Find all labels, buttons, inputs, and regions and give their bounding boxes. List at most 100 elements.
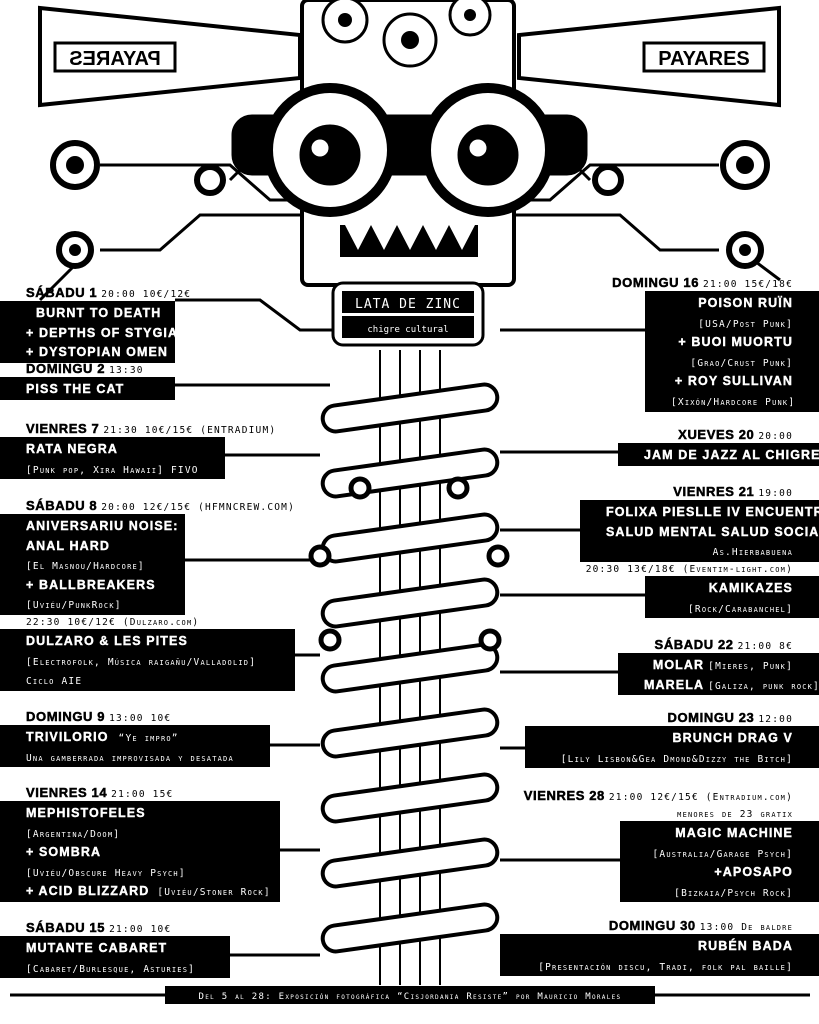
svg-text:PAYARES: PAYARES [69,48,161,70]
band-detail: Una gamberrada improvisada y desatada [26,752,234,764]
band-detail: [Mieres, Punk] [708,661,793,672]
event-info: 12:00 [758,714,793,725]
event-info: 22:30 10€/12€ (Dulzaro.com) [26,617,200,628]
event-day: SÁBADU 15 [26,920,106,936]
band-name: RATA NEGRA [26,442,119,456]
band-detail: [Lily Lisbon&Gea Dmond&Dizzy the Bitch] [560,753,793,765]
band-name: MOLAR [652,658,705,672]
band-name: PISS THE CAT [26,382,125,396]
band-name: + BALLBREAKERS [26,577,156,592]
band-name: +APOSAPO [714,865,793,880]
band-detail: [Presentación discu, Tradi, folk pal bai… [538,961,793,973]
band-detail: [Grao/Crust Punk] [690,357,793,369]
band-name: POISON RUÏN [698,296,793,310]
exhibition-banner: Del 5 al 28: Exposición fotográfica “Cis… [165,986,655,1004]
band-name: KAMIKAZES [708,581,793,595]
event-day: VIENRES 7 [26,421,100,437]
band-name: + ACID BLIZZARD [26,884,150,899]
event-info: 21:00 15€/18€ [703,279,793,290]
band-name: TRIVILORIO [26,730,109,744]
event-note: menores de 23 gratix [677,809,793,820]
band-detail: [Galiza, punk rock] [708,680,819,692]
band-detail: [El Masnou/Hardcore] [26,561,145,573]
band-detail: [Uviéu/PunkRock] [26,600,122,612]
event-info: 13:00 10€ [109,713,172,724]
event-day: DOMINGU 9 [26,709,106,725]
band-detail: [Australia/Garage Psych] [652,848,793,860]
band-name: BRUNCH DRAG V [672,731,793,745]
horn-left: PAYARES [38,5,302,108]
band-detail: [Cabaret/Burlesque, Asturies] [26,963,196,975]
event-day: DOMINGU 23 [667,710,755,726]
band-name: BURNT TO DEATH [36,306,162,320]
band-name: JAM DE JAZZ AL CHIGRE [644,448,819,462]
event-day: VIENRES 14 [26,785,108,801]
event-day: XUEVES 20 [678,427,755,443]
band-name: RUBÉN BADA [697,939,793,953]
event-day: DOMINGU 2 [26,361,106,377]
event-day: SÁBADU 1 [26,285,98,301]
event-kamikazes: 20:30 13€/18€ (Eventim-light.com) KAMIKA… [556,559,819,619]
band-detail: [Uviéu/Obscure Heavy Psych] [26,867,186,879]
band-detail: [Electrofolk, Música raigañu/Valladolid] [26,656,257,668]
event-day: DOMINGU 16 [612,275,700,291]
event-info: 20:00 10€/12€ [101,289,192,300]
svg-text:chigre cultural: chigre cultural [367,325,448,335]
band-name: ANAL HARD [26,538,110,553]
band-name: DULZARO & LES PITES [26,634,188,648]
event-info: 20:00 [758,431,793,442]
event-info: 13:30 [109,365,144,376]
event-day: DOMINGU 30 [608,918,696,934]
band-name: + ROY SULLIVAN [674,374,793,389]
band-detail: Ciclo AIE [26,676,83,688]
event-info: 20:00 12€/15€ (HFMNCREW.COM) [101,502,296,513]
svg-text:PAYARES: PAYARES [658,48,750,70]
event-title: SALUD MENTAL SALUD SOCIAL [606,524,819,539]
event-info: 19:00 [758,488,793,499]
event-info: 21:00 15€ [111,789,174,800]
event-info: 13:00 De baldre [699,922,793,933]
band-detail: “Ye impro” [118,733,179,744]
event-title: ANIVERSARIU NOISE: [26,519,179,533]
band-name: MUTANTE CABARET [26,941,168,955]
event-info: 21:00 12€/15€ (Entradium.com) [608,792,793,803]
horn-right: PAYARES [517,5,781,108]
event-info: 21:00 8€ [737,641,793,652]
band-name: MEPHISTOFELES [26,806,146,820]
band-name: + BUOI MUORTU [678,335,793,350]
event-info: 20:30 13€/18€ (Eventim-light.com) [585,564,793,575]
band-detail: [USA/Post Punk] [698,318,793,330]
event-day: VIENRES 21 [673,484,755,500]
svg-text:LATA DE ZINC: LATA DE ZINC [355,297,461,312]
event-organizer: As.Hierbabuena [712,547,793,559]
band-detail: [Punk pop, Xira Hawaii] FIVO [26,464,199,476]
band-detail: [Rock/Carabanchel] [688,603,793,615]
event-title: FOLIXA PIESLLE IV ENCUENTRO [606,505,819,519]
band-name: + SOMBRA [26,845,102,860]
event-info: 21:30 10€/15€ (ENTRADIUM) [103,425,277,436]
band-name: MAGIC MACHINE [675,826,793,840]
band-detail: [Uviéu/Stoner Rock] [157,887,271,899]
band-detail: [Argentina/Doom] [26,828,121,840]
band-detail: [Xixón/Hardcore Punk] [671,396,796,408]
event-day: SÁBADU 8 [26,498,98,514]
event-day: VIENRES 28 [523,788,605,804]
event-day: SÁBADU 22 [654,637,734,653]
band-name: MARELA [644,677,705,692]
event-dulzaro: 22:30 10€/12€ (Dulzaro.com) DULZARO & LE… [0,612,295,691]
band-name: + DEPTHS OF STYGIA [26,325,179,340]
